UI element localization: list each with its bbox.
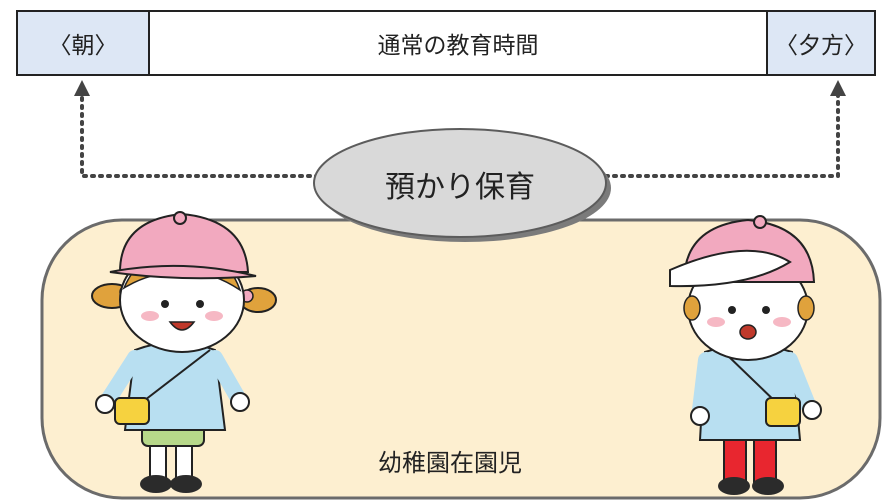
regular-hours-label: 通常の教育時間: [377, 33, 539, 59]
timeline-bar: 〈朝〉 通常の教育時間 〈夕方〉: [16, 10, 876, 76]
girl-icon: [91, 211, 277, 493]
kindergarten-label: 幼稚園在園児: [378, 448, 522, 477]
right-connector: [604, 92, 840, 178]
evening-label: 〈夕方〉: [775, 33, 867, 59]
connector-arrows: [80, 92, 840, 178]
evening-slot: 〈夕方〉: [766, 12, 874, 74]
morning-slot: 〈朝〉: [18, 12, 150, 74]
left-connector: [80, 92, 320, 178]
left-arrow-icon: [74, 80, 90, 96]
childcare-label: 預かり保育: [385, 170, 535, 205]
boy-icon: [669, 215, 822, 495]
right-arrow-icon: [830, 80, 846, 96]
morning-label: 〈朝〉: [48, 33, 118, 59]
childcare-oval: [313, 128, 607, 238]
regular-hours-slot: 通常の教育時間: [150, 12, 766, 74]
